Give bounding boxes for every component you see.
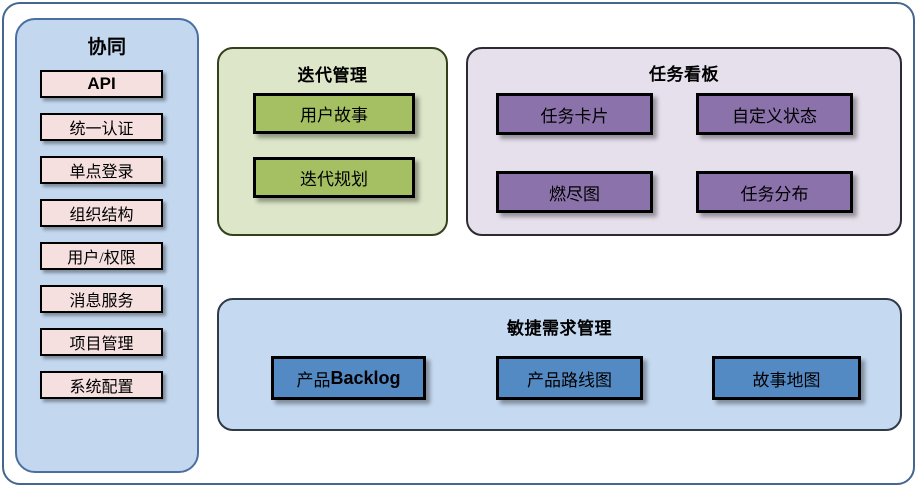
taskboard-item-burndown-chart[interactable]: 燃尽图 — [496, 171, 653, 213]
taskboard-item-task-card[interactable]: 任务卡片 — [496, 93, 653, 135]
sidebar-item-org-structure[interactable]: 组织结构 — [40, 199, 163, 227]
sidebar-item-user-permission[interactable]: 用户/权限 — [40, 242, 163, 270]
sidebar-item-project-management[interactable]: 项目管理 — [40, 328, 163, 356]
iteration-management-title: 迭代管理 — [297, 66, 368, 85]
sidebar-item-api[interactable]: API — [40, 70, 163, 98]
agile-item-story-map[interactable]: 故事地图 — [712, 356, 861, 400]
agile-requirements-title: 敏捷需求管理 — [507, 319, 612, 338]
sidebar-title: 协同 — [87, 37, 127, 58]
agile-item-product-backlog-latin: Backlog — [330, 367, 401, 388]
taskboard-item-task-distribution[interactable]: 任务分布 — [696, 171, 853, 213]
agile-item-product-backlog-cjk: 产品 — [296, 370, 331, 390]
sidebar-panel-collaboration: 协同 API 统一认证 单点登录 组织结构 用户/权限 消息服务 项目管理 系统… — [15, 18, 199, 473]
taskboard-panel: 任务看板 任务卡片 自定义状态 燃尽图 任务分布 — [466, 47, 902, 236]
sidebar-item-message-service[interactable]: 消息服务 — [40, 285, 163, 313]
taskboard-title: 任务看板 — [649, 65, 719, 84]
sidebar-item-system-config[interactable]: 系统配置 — [40, 371, 163, 399]
agile-item-product-roadmap[interactable]: 产品路线图 — [496, 356, 643, 400]
iteration-item-iteration-planning[interactable]: 迭代规划 — [253, 157, 415, 198]
iteration-item-user-story[interactable]: 用户故事 — [253, 93, 415, 134]
taskboard-item-custom-status[interactable]: 自定义状态 — [696, 93, 853, 135]
iteration-management-panel: 迭代管理 用户故事 迭代规划 — [217, 47, 448, 236]
sidebar-item-single-sign-on[interactable]: 单点登录 — [40, 156, 163, 184]
sidebar-item-unified-auth[interactable]: 统一认证 — [40, 113, 163, 141]
